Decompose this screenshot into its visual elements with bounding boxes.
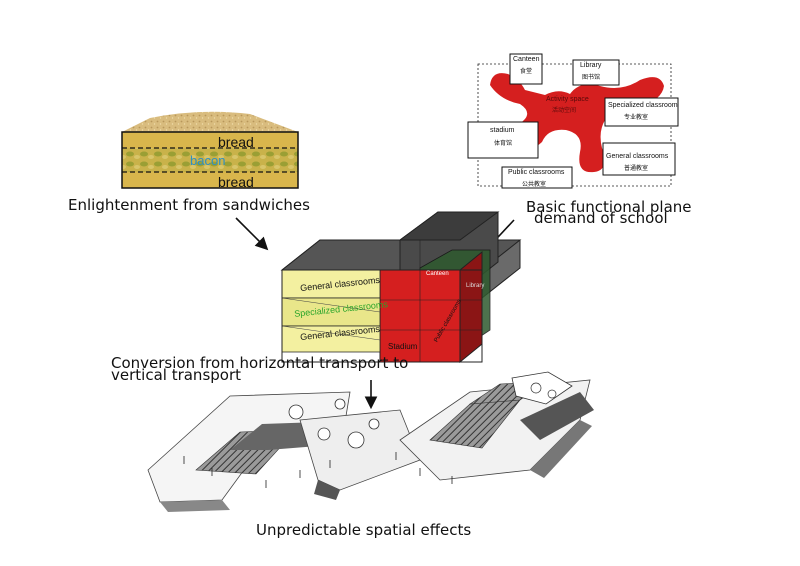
caption-conversion-2: vertical transport: [111, 366, 242, 384]
canteen-zh: 食堂: [520, 69, 533, 75]
library-zh: 图书馆: [582, 75, 601, 81]
sandwich-filling: [122, 148, 298, 172]
specialized-en: Specialized classroom: [608, 102, 678, 109]
caption-conversion-1: Conversion from horizontal transport to: [111, 354, 409, 372]
massing-stadium: Stadium: [388, 342, 418, 351]
public-zh: 公共教室: [522, 182, 547, 188]
stadium-en: stadium: [490, 127, 515, 134]
specialized-zh: 专业教室: [624, 115, 649, 121]
arrow-sandwich-to-massing: [235, 217, 269, 251]
caption-plane-1: Basic functional plane: [526, 198, 692, 216]
caption-sandwiches: Enlightenment from sandwiches: [68, 196, 310, 214]
public-en: Public classrooms: [508, 169, 565, 176]
activity-en: Activity space: [546, 96, 589, 103]
caption-plane-2: demand of school: [534, 209, 668, 227]
massing-canteen: Canteen: [426, 271, 449, 277]
stadium-zh: 体育馆: [494, 141, 513, 147]
massing-library: Library: [466, 283, 485, 289]
canteen-en: Canteen: [513, 56, 540, 63]
bacon-label: bacon: [190, 153, 226, 168]
caption-effects: Unpredictable spatial effects: [256, 521, 472, 539]
general-zh: 普通教室: [624, 166, 649, 172]
bread-crust-top: [122, 111, 298, 132]
general-en: General classrooms: [606, 153, 669, 160]
activity-zh: 活动空间: [552, 108, 577, 114]
bread-top-label: bread: [218, 134, 254, 150]
library-en: Library: [580, 62, 602, 69]
bread-bottom-label: bread: [218, 174, 254, 190]
